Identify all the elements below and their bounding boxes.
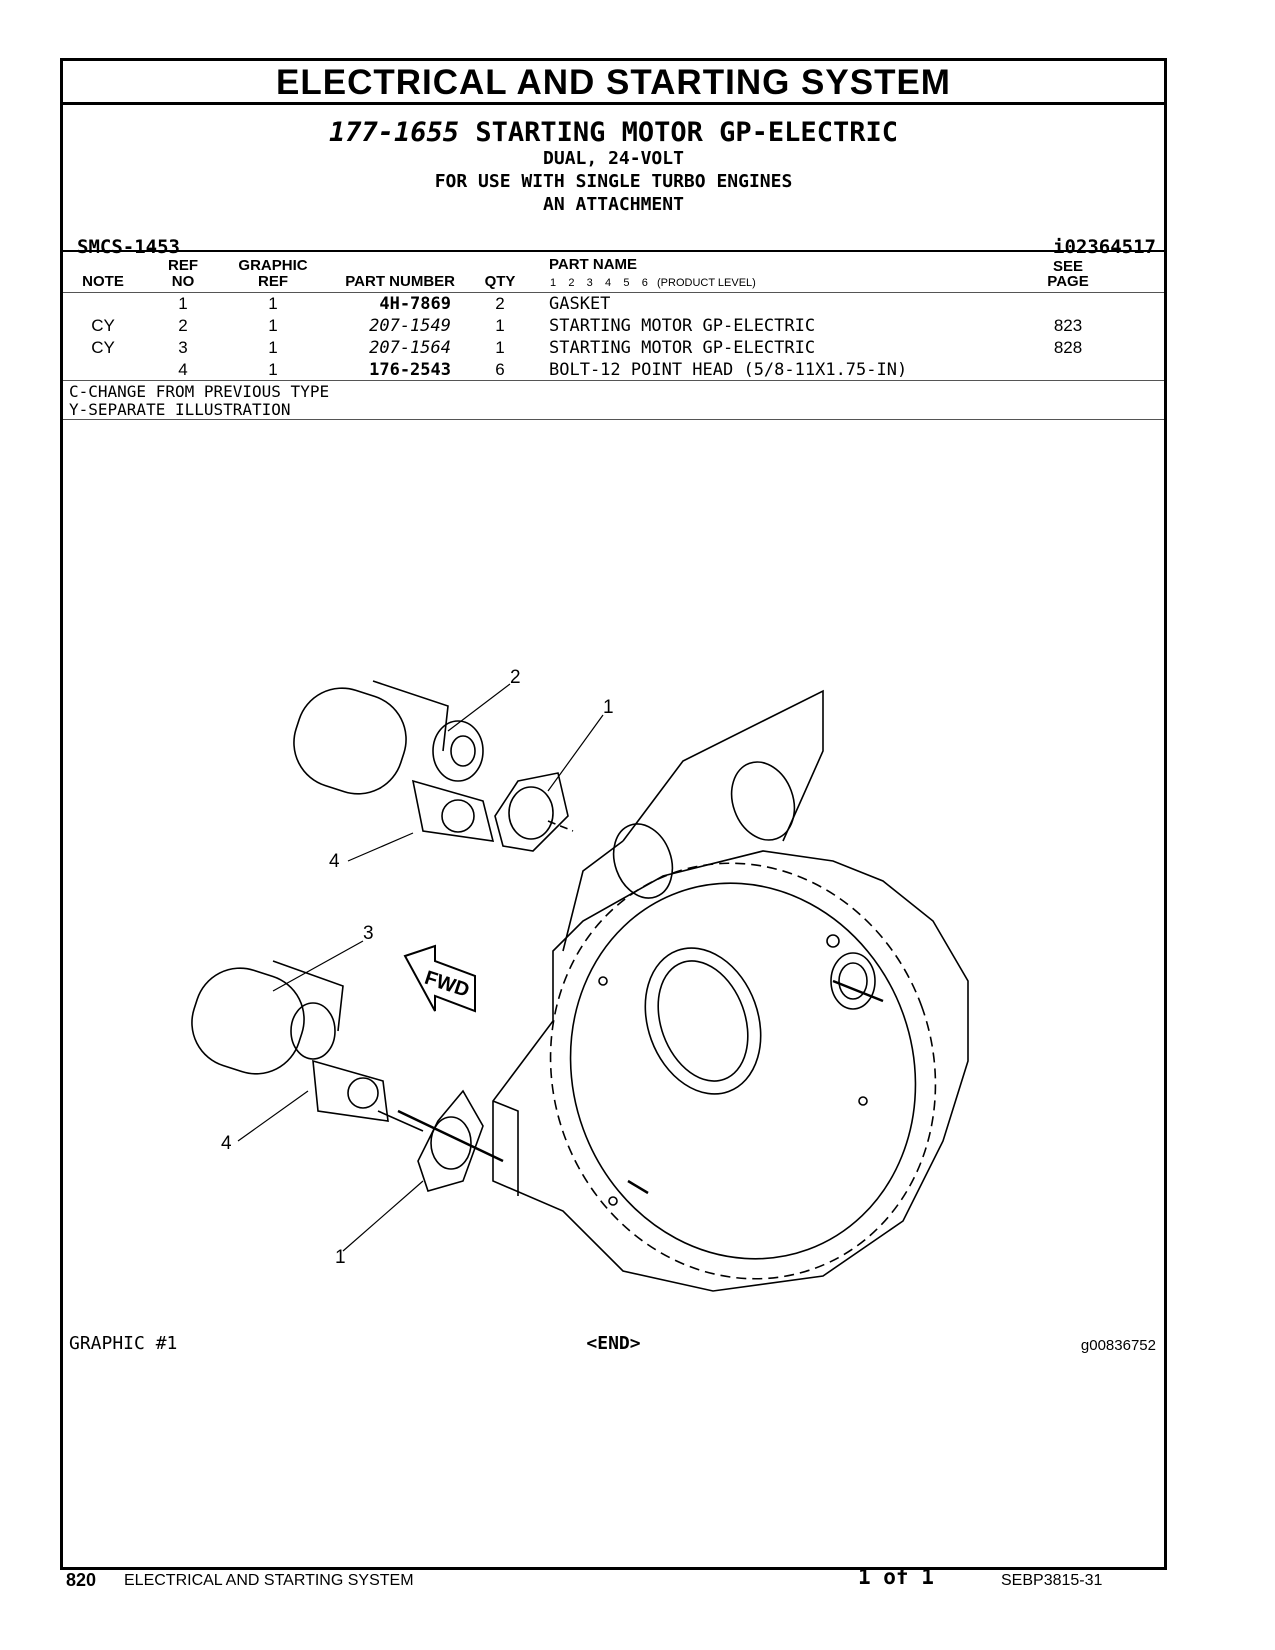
callout-1-upper: 1 [603,697,614,718]
footer-page-number: 820 [66,1570,97,1590]
cell-see-page[interactable]: 823 [1053,316,1083,335]
group-part-number[interactable]: 177-1655 [329,117,460,148]
group-name: STARTING MOTOR GP-ELECTRIC [475,117,898,148]
cell-part-number[interactable]: 207-1549 [369,316,451,336]
legend-item: C-CHANGE FROM PREVIOUS TYPE [69,382,330,401]
callout-2: 2 [510,667,521,688]
cell-part-name: STARTING MOTOR GP-ELECTRIC [549,338,816,358]
graphic-id: g00836752 [1080,1337,1156,1354]
cell-ref-no: 1 [178,294,188,313]
exploded-view-illustration: FWD 2 1 4 3 4 1 [191,667,969,1292]
callout-4-lower: 4 [221,1133,232,1154]
header-see-page-1: SEE [1052,258,1083,275]
header-part-name: PART NAME [549,256,638,273]
table-row[interactable]: 1 1 4H-7869 2 GASKET [63,294,1164,316]
header-ref-no-2: NO [171,273,195,290]
page-frame: ELECTRICAL AND STARTING SYSTEM 177-1655 … [60,58,1167,1570]
cell-note: CY [91,338,115,357]
table-row[interactable]: CY 3 1 207-1564 1 STARTING MOTOR GP-ELEC… [63,338,1164,360]
info-reference: i02364517 [1053,236,1156,258]
header-rule [63,292,1164,293]
header-product-level: 1 2 3 4 5 6 (PRODUCT LEVEL) [550,277,756,289]
cell-note: CY [91,316,115,335]
flywheel-housing [492,689,969,1292]
callout-1-lower: 1 [335,1247,346,1268]
legend: C-CHANGE FROM PREVIOUS TYPE Y-SEPARATE I… [69,383,329,419]
cell-qty: 6 [495,360,505,379]
header-ref-no-1: REF [168,257,198,274]
table-row[interactable]: CY 2 1 207-1549 1 STARTING MOTOR GP-ELEC… [63,316,1164,338]
cell-part-number[interactable]: 207-1564 [369,338,451,358]
cell-graphic-ref: 1 [268,360,278,379]
upper-gasket [494,772,574,852]
callout-4-upper: 4 [329,851,340,872]
cell-ref-no: 2 [178,316,188,335]
cell-part-name: GASKET [549,294,611,314]
cell-qty: 1 [495,338,505,357]
header-qty: QTY [484,273,516,290]
callout-3: 3 [363,923,374,944]
upper-starting-motor [293,680,495,842]
footer-doc-id: SEBP3815-31 [1001,1572,1103,1589]
callout-leaders [237,683,604,1252]
cell-part-number[interactable]: 4H-7869 [379,294,451,314]
header-graphic-ref-2: REF [258,273,288,290]
cell-graphic-ref: 1 [268,338,278,357]
cell-graphic-ref: 1 [268,294,278,313]
cell-see-page[interactable]: 828 [1053,338,1083,357]
cell-ref-no: 3 [178,338,188,357]
lower-starting-motor [191,960,424,1132]
cell-qty: 1 [495,316,505,335]
group-description-3: AN ATTACHMENT [543,194,684,215]
rows-bottom-rule [63,380,1164,381]
group-title: 177-1655 STARTING MOTOR GP-ELECTRIC [63,117,1164,148]
lower-gasket [397,1089,504,1192]
header-graphic-ref-1: GRAPHIC [238,257,308,274]
footer-section: ELECTRICAL AND STARTING SYSTEM [124,1572,414,1589]
cell-part-name: STARTING MOTOR GP-ELECTRIC [549,316,816,336]
cell-part-number[interactable]: 176-2543 [369,360,451,380]
footer-page-of: 1 of 1 [858,1565,934,1589]
cell-part-name: BOLT-12 POINT HEAD (5/8-11X1.75-IN) [549,360,908,380]
graphic-label: GRAPHIC #1 [69,1333,178,1354]
legend-item: Y-SEPARATE ILLUSTRATION [69,400,291,419]
smcs-code: SMCS-1453 [77,236,180,258]
group-description-1: DUAL, 24-VOLT [543,148,684,169]
table-row[interactable]: 4 1 176-2543 6 BOLT-12 POINT HEAD (5/8-1… [63,360,1164,382]
legend-bottom-rule [63,419,1164,420]
cell-qty: 2 [495,294,505,313]
cell-ref-no: 4 [178,360,188,379]
group-description-2: FOR USE WITH SINGLE TURBO ENGINES [434,171,793,192]
cell-graphic-ref: 1 [268,316,278,335]
table-top-rule [63,250,1164,252]
section-title: ELECTRICAL AND STARTING SYSTEM [63,61,1164,105]
header-see-page-2: PAGE [1047,273,1089,290]
header-note: NOTE [82,273,124,290]
fwd-arrow: FWD [403,944,476,1013]
header-part-number: PART NUMBER [345,273,455,290]
end-marker: <END> [586,1333,641,1354]
